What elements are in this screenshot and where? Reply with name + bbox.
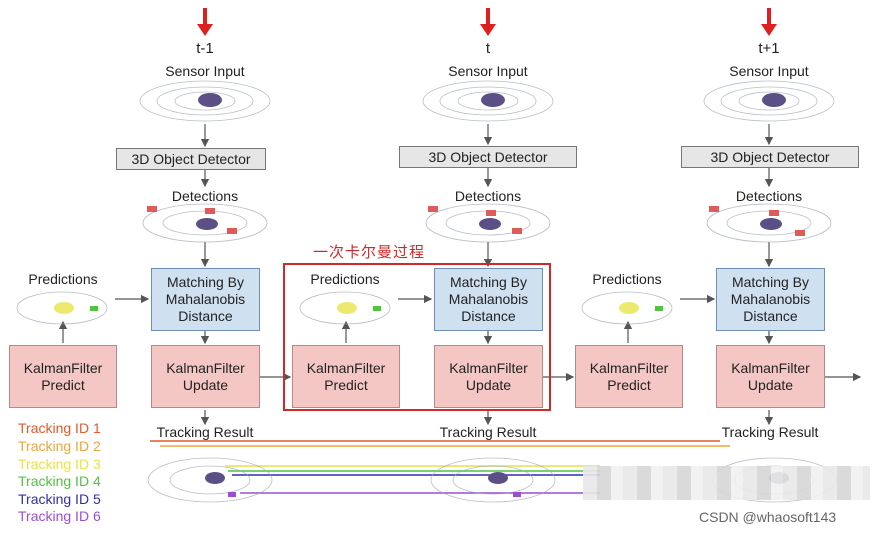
sensor-pointcloud-t-1	[130, 76, 280, 126]
tracking-result-label: Tracking Result	[156, 424, 254, 440]
object-detector-box: 3D Object Detector	[681, 146, 859, 168]
sensor-pointcloud-t	[413, 76, 563, 126]
predictions-label: Predictions	[28, 271, 98, 287]
detections-pointcloud-t-1	[135, 200, 275, 246]
detections-pointcloud-t	[418, 200, 558, 246]
time-arrows	[197, 8, 777, 36]
sensor-input-label: Sensor Input	[448, 63, 528, 79]
kalman-update-box: KalmanFilter Update	[434, 345, 543, 408]
legend-tracking-id-5: Tracking ID 5	[18, 491, 101, 507]
predictions-label: Predictions	[310, 271, 380, 287]
csdn-watermark: CSDN @whaosoft143	[699, 509, 837, 525]
detections-label: Detections	[454, 188, 522, 204]
legend-tracking-id-1: Tracking ID 1	[18, 420, 101, 436]
predictions-pointcloud-3	[577, 288, 677, 328]
detections-label: Detections	[735, 188, 803, 204]
predictions-label: Predictions	[592, 271, 662, 287]
time-label-t+1: t+1	[758, 40, 780, 57]
kalman-cycle-highlight	[283, 263, 551, 411]
matching-box: Matching By Mahalanobis Distance	[434, 268, 543, 331]
sensor-input-label: Sensor Input	[165, 63, 245, 79]
sensor-pointcloud-t+1	[694, 76, 844, 126]
predictions-pointcloud-1	[12, 288, 112, 328]
predictions-pointcloud-2	[295, 288, 395, 328]
result-pointcloud-t-1	[140, 450, 280, 510]
kalman-predict-box: KalmanFilter Predict	[292, 345, 400, 408]
matching-box: Matching By Mahalanobis Distance	[151, 268, 260, 331]
matching-box: Matching By Mahalanobis Distance	[716, 268, 825, 331]
detections-label: Detections	[171, 188, 239, 204]
legend-tracking-id-4: Tracking ID 4	[18, 473, 101, 489]
kalman-update-box: KalmanFilter Update	[151, 345, 260, 408]
detections-pointcloud-t+1	[699, 200, 839, 246]
result-pointcloud-t	[423, 450, 563, 510]
tracking-result-label: Tracking Result	[439, 424, 537, 440]
kalman-predict-box: KalmanFilter Predict	[9, 345, 117, 408]
object-detector-box: 3D Object Detector	[399, 146, 577, 168]
object-detector-box: 3D Object Detector	[116, 148, 266, 170]
kalman-predict-box: KalmanFilter Predict	[575, 345, 683, 408]
blur-overlay	[583, 466, 870, 500]
legend-tracking-id-6: Tracking ID 6	[18, 508, 101, 524]
time-label-t: t	[485, 40, 491, 57]
tracking-result-label: Tracking Result	[721, 424, 819, 440]
legend-tracking-id-2: Tracking ID 2	[18, 438, 101, 454]
kalman-cycle-note: 一次卡尔曼过程	[313, 243, 426, 261]
time-label-t-1: t-1	[196, 40, 214, 57]
legend-tracking-id-3: Tracking ID 3	[18, 456, 101, 472]
sensor-input-label: Sensor Input	[729, 63, 809, 79]
tracking-lines	[150, 440, 730, 494]
kalman-update-box: KalmanFilter Update	[716, 345, 825, 408]
